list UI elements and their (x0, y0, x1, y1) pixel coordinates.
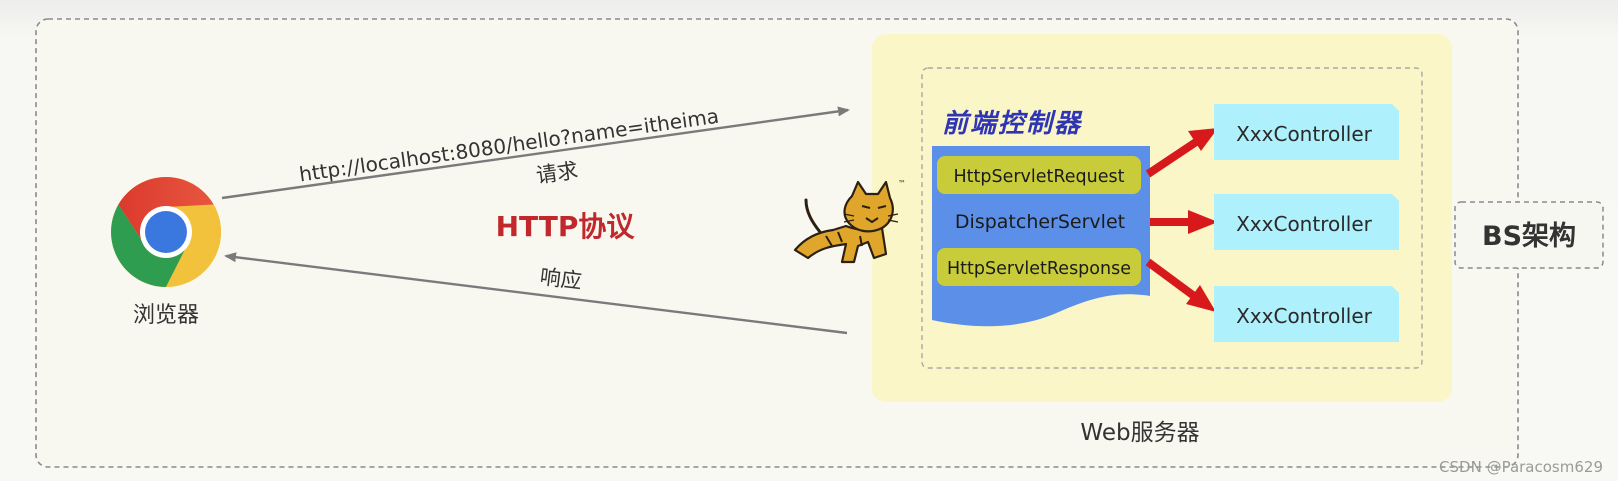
response-arrow (224, 252, 848, 335)
tomcat-cat-icon: ™ (793, 179, 906, 264)
svg-text:™: ™ (898, 179, 906, 188)
response-label: 响应 (539, 265, 584, 294)
controller-label-1: XxxController (1236, 122, 1373, 146)
web-server-label: Web服务器 (1080, 420, 1199, 446)
controller-box-2: XxxController (1214, 194, 1399, 250)
dispatch-arrow-bottom (1145, 258, 1216, 312)
http-servlet-response-box (937, 248, 1141, 286)
watermark-text: CSDN @Paracosm629 (1439, 458, 1603, 476)
chrome-browser-icon (111, 177, 221, 287)
controller-label-2: XxxController (1236, 212, 1373, 236)
request-label: 请求 (535, 158, 580, 188)
dispatch-arrow-middle (1150, 210, 1218, 234)
controller-box-1: XxxController (1214, 104, 1399, 160)
http-servlet-request-box (937, 156, 1141, 194)
dispatch-arrow-top (1145, 128, 1218, 178)
http-servlet-response-label: HttpServletResponse (947, 259, 1131, 279)
controller-label-3: XxxController (1236, 304, 1373, 328)
browser-label: 浏览器 (133, 303, 199, 328)
web-server-inner-frame (921, 67, 1423, 369)
http-servlet-request-label: HttpServletRequest (954, 167, 1125, 187)
dispatcher-servlet-label: DispatcherServlet (955, 211, 1125, 233)
http-protocol-label: HTTP协议 (496, 210, 636, 243)
bs-architecture-label: BS架构 (1482, 221, 1576, 252)
bs-architecture-box (1454, 201, 1604, 269)
front-controller-title: 前端控制器 (942, 109, 1083, 139)
controller-box-3: XxxController (1214, 286, 1399, 342)
request-arrow (221, 106, 850, 200)
